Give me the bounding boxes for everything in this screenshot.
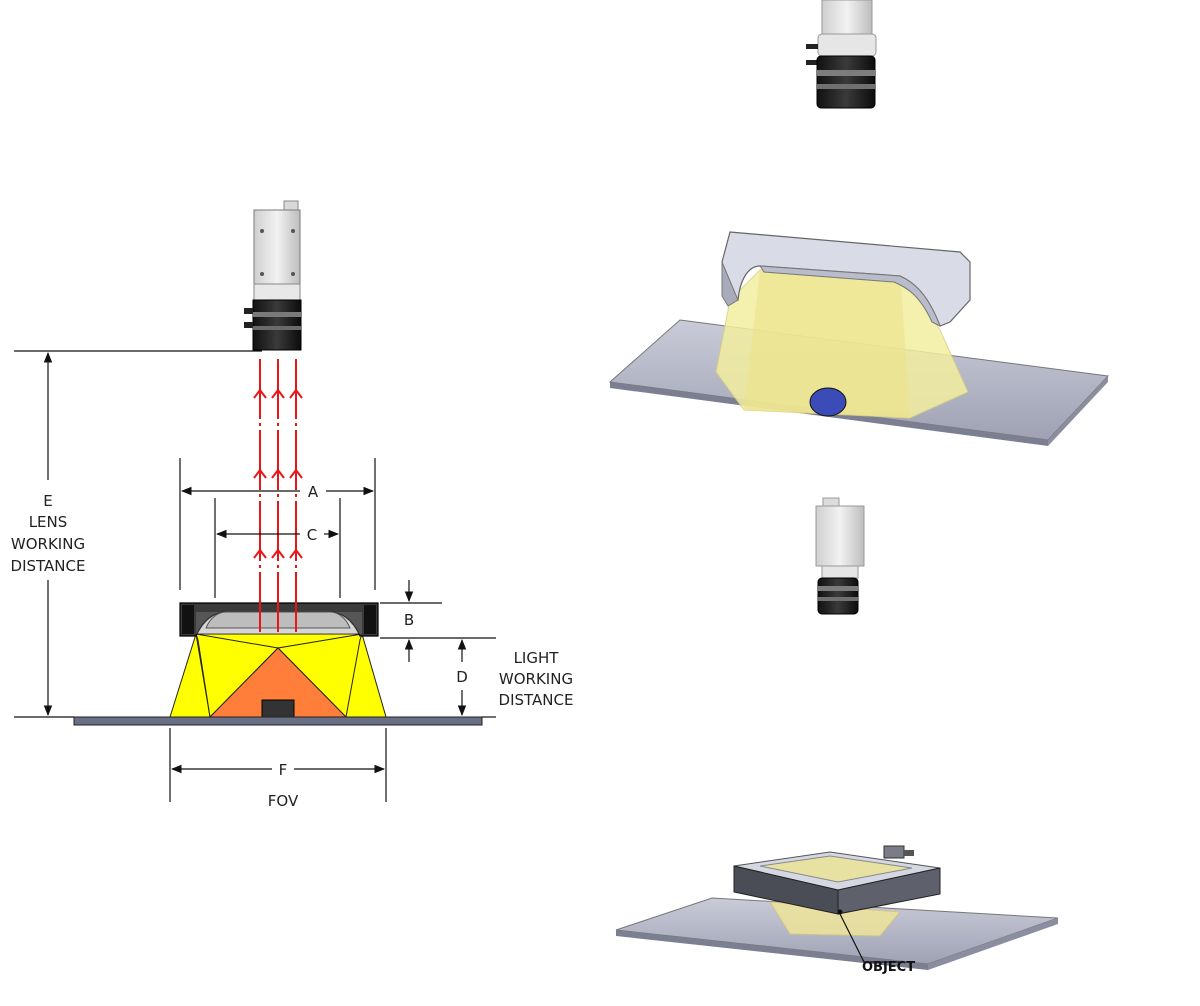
object-label: OBJECT bbox=[862, 960, 915, 975]
dimension-label-e: E bbox=[43, 492, 52, 510]
camera-small-icon bbox=[815, 497, 865, 615]
lens-caption-line1: LENS bbox=[29, 513, 68, 531]
dimension-label-b: B bbox=[404, 611, 414, 629]
dimension-label-f: F bbox=[279, 761, 288, 779]
light-caption-line1: LIGHT bbox=[514, 649, 560, 667]
square-light-3d-view bbox=[615, 845, 1059, 970]
schematic-side-view: A C B D LIGHT WORKING DISTANCE E LENS WO… bbox=[11, 200, 574, 810]
camera-top-icon bbox=[806, 0, 877, 109]
object-callout-leader bbox=[839, 913, 900, 963]
object-dome bbox=[809, 387, 847, 417]
object-block bbox=[261, 699, 295, 718]
lens-caption-line3: DISTANCE bbox=[11, 557, 86, 575]
tunnel-light-3d-view bbox=[608, 231, 1110, 446]
dimension-label-a: A bbox=[308, 483, 319, 501]
light-caption-line3: DISTANCE bbox=[499, 691, 574, 709]
camera-icon bbox=[244, 200, 302, 351]
lens-caption-line2: WORKING bbox=[11, 535, 85, 553]
dimension-label-c: C bbox=[307, 526, 317, 544]
base-plate bbox=[73, 716, 483, 726]
fov-caption: FOV bbox=[268, 792, 299, 810]
light-caption-line2: WORKING bbox=[499, 670, 573, 688]
reflected-rays bbox=[253, 356, 303, 632]
dimension-label-d: D bbox=[456, 668, 468, 686]
